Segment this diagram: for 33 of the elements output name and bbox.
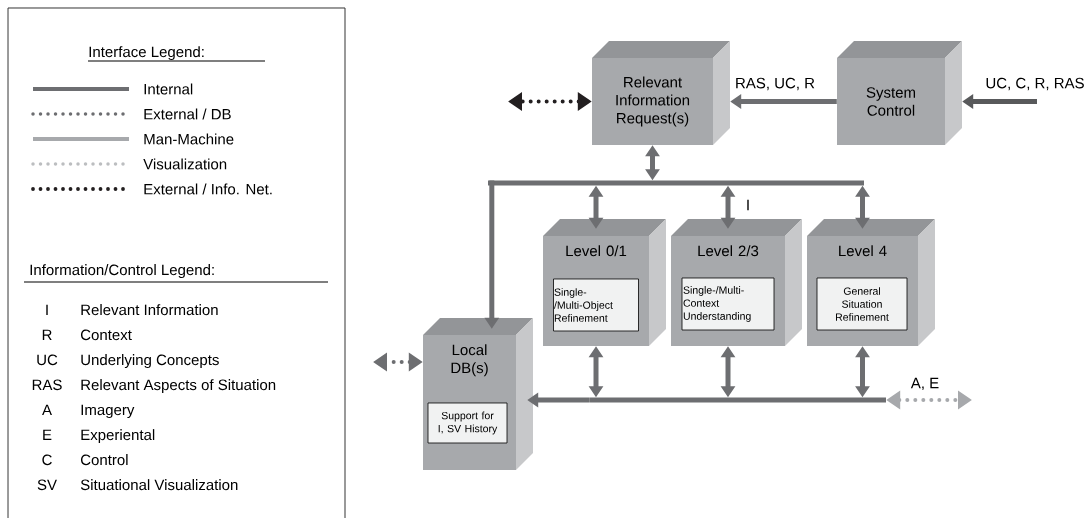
legend-item: Visualization [31,158,227,170]
abbreviation: R [42,329,52,340]
inner-box: General Situation Refinement [816,277,908,331]
legend-term: Relevant Information [81,304,218,316]
legend-term: Control [81,454,128,466]
inner-box: Support for I, SV History [427,402,508,444]
legend-term: Imagery [81,404,135,419]
abbreviation: RAS [32,379,62,391]
legend-heading: Interface Legend: [87,46,266,62]
abbreviation: SV [37,479,57,491]
inner-box: Single-/Multi-Object Refinement [553,278,639,332]
abbreviation: A [42,404,52,415]
legend-item: Man-Machine [33,133,234,145]
edge-label: I [744,198,752,212]
legend-heading: Information/Control Legend: [23,264,329,283]
legend-term: Underlying Concepts [81,354,219,369]
legend-term: Context [81,329,132,341]
edge-label: RAS, UC, R [734,76,816,92]
cube-box: System Control [837,41,962,145]
edge-label: A, E [909,376,941,392]
cube-box: Relevant Information Request(s) [592,41,730,145]
abbreviation: UC [37,354,58,366]
legend-item: External / DB [31,108,231,120]
edge-label: UC, C, R, RAS [984,76,1086,92]
abbreviation: I [46,304,48,315]
legend-item: External / Info. Net. [31,183,272,195]
legend-item: Internal [33,83,193,95]
abbreviation: E [43,429,52,440]
legend-term: Situational Visualization [80,479,238,491]
inner-box: Single-/Multi-Context Understanding [681,277,775,331]
abbreviation: C [42,454,52,466]
legend-term: Relevant Aspects of Situation [81,379,276,394]
legend-term: Experiental [81,429,155,444]
